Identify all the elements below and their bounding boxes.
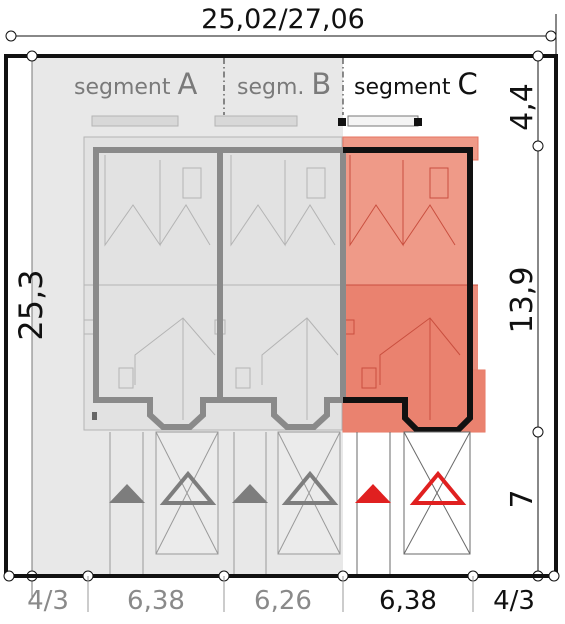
bottom-left-margin-label: 4/3 — [27, 586, 69, 616]
entrance-mark-c-1 — [338, 118, 346, 126]
parking-marker-c — [409, 470, 467, 505]
building-outline-c — [343, 147, 473, 433]
bottom-right-margin-label: 4/3 — [493, 586, 535, 616]
roof-footprint-a-b — [83, 115, 343, 431]
segment-b-label: segm. B — [237, 67, 331, 101]
overall-depth-label: 25,3 — [12, 269, 50, 340]
entrance-mark-c-2 — [414, 118, 422, 126]
bottom-seg-c-label: 6,38 — [379, 586, 437, 616]
right-dim-top-label: 4,4 — [505, 83, 540, 131]
top-dimension — [5, 14, 557, 56]
right-dim-middle-label: 13,9 — [505, 267, 540, 334]
building-outline-a-b — [93, 147, 346, 430]
driveway-c — [356, 431, 471, 576]
segment-c-label: segment C — [354, 67, 478, 101]
entrance-mark-a — [92, 412, 97, 420]
parking-marker-a — [159, 470, 217, 505]
overall-width-label: 25,02/27,06 — [201, 4, 365, 35]
bottom-dimension — [3, 570, 560, 612]
segment-a-label: segment A — [74, 67, 198, 101]
entry-marker-c — [355, 484, 391, 503]
bottom-seg-b-label: 6,26 — [254, 586, 312, 616]
right-dim-bottom-label: 7 — [505, 489, 540, 508]
roof-footprint-c — [342, 115, 486, 433]
entry-marker-a — [109, 484, 145, 503]
parking-marker-b — [281, 470, 339, 505]
entry-marker-b — [232, 484, 268, 503]
bottom-seg-a-label: 6,38 — [127, 586, 185, 616]
driveways — [109, 431, 341, 576]
